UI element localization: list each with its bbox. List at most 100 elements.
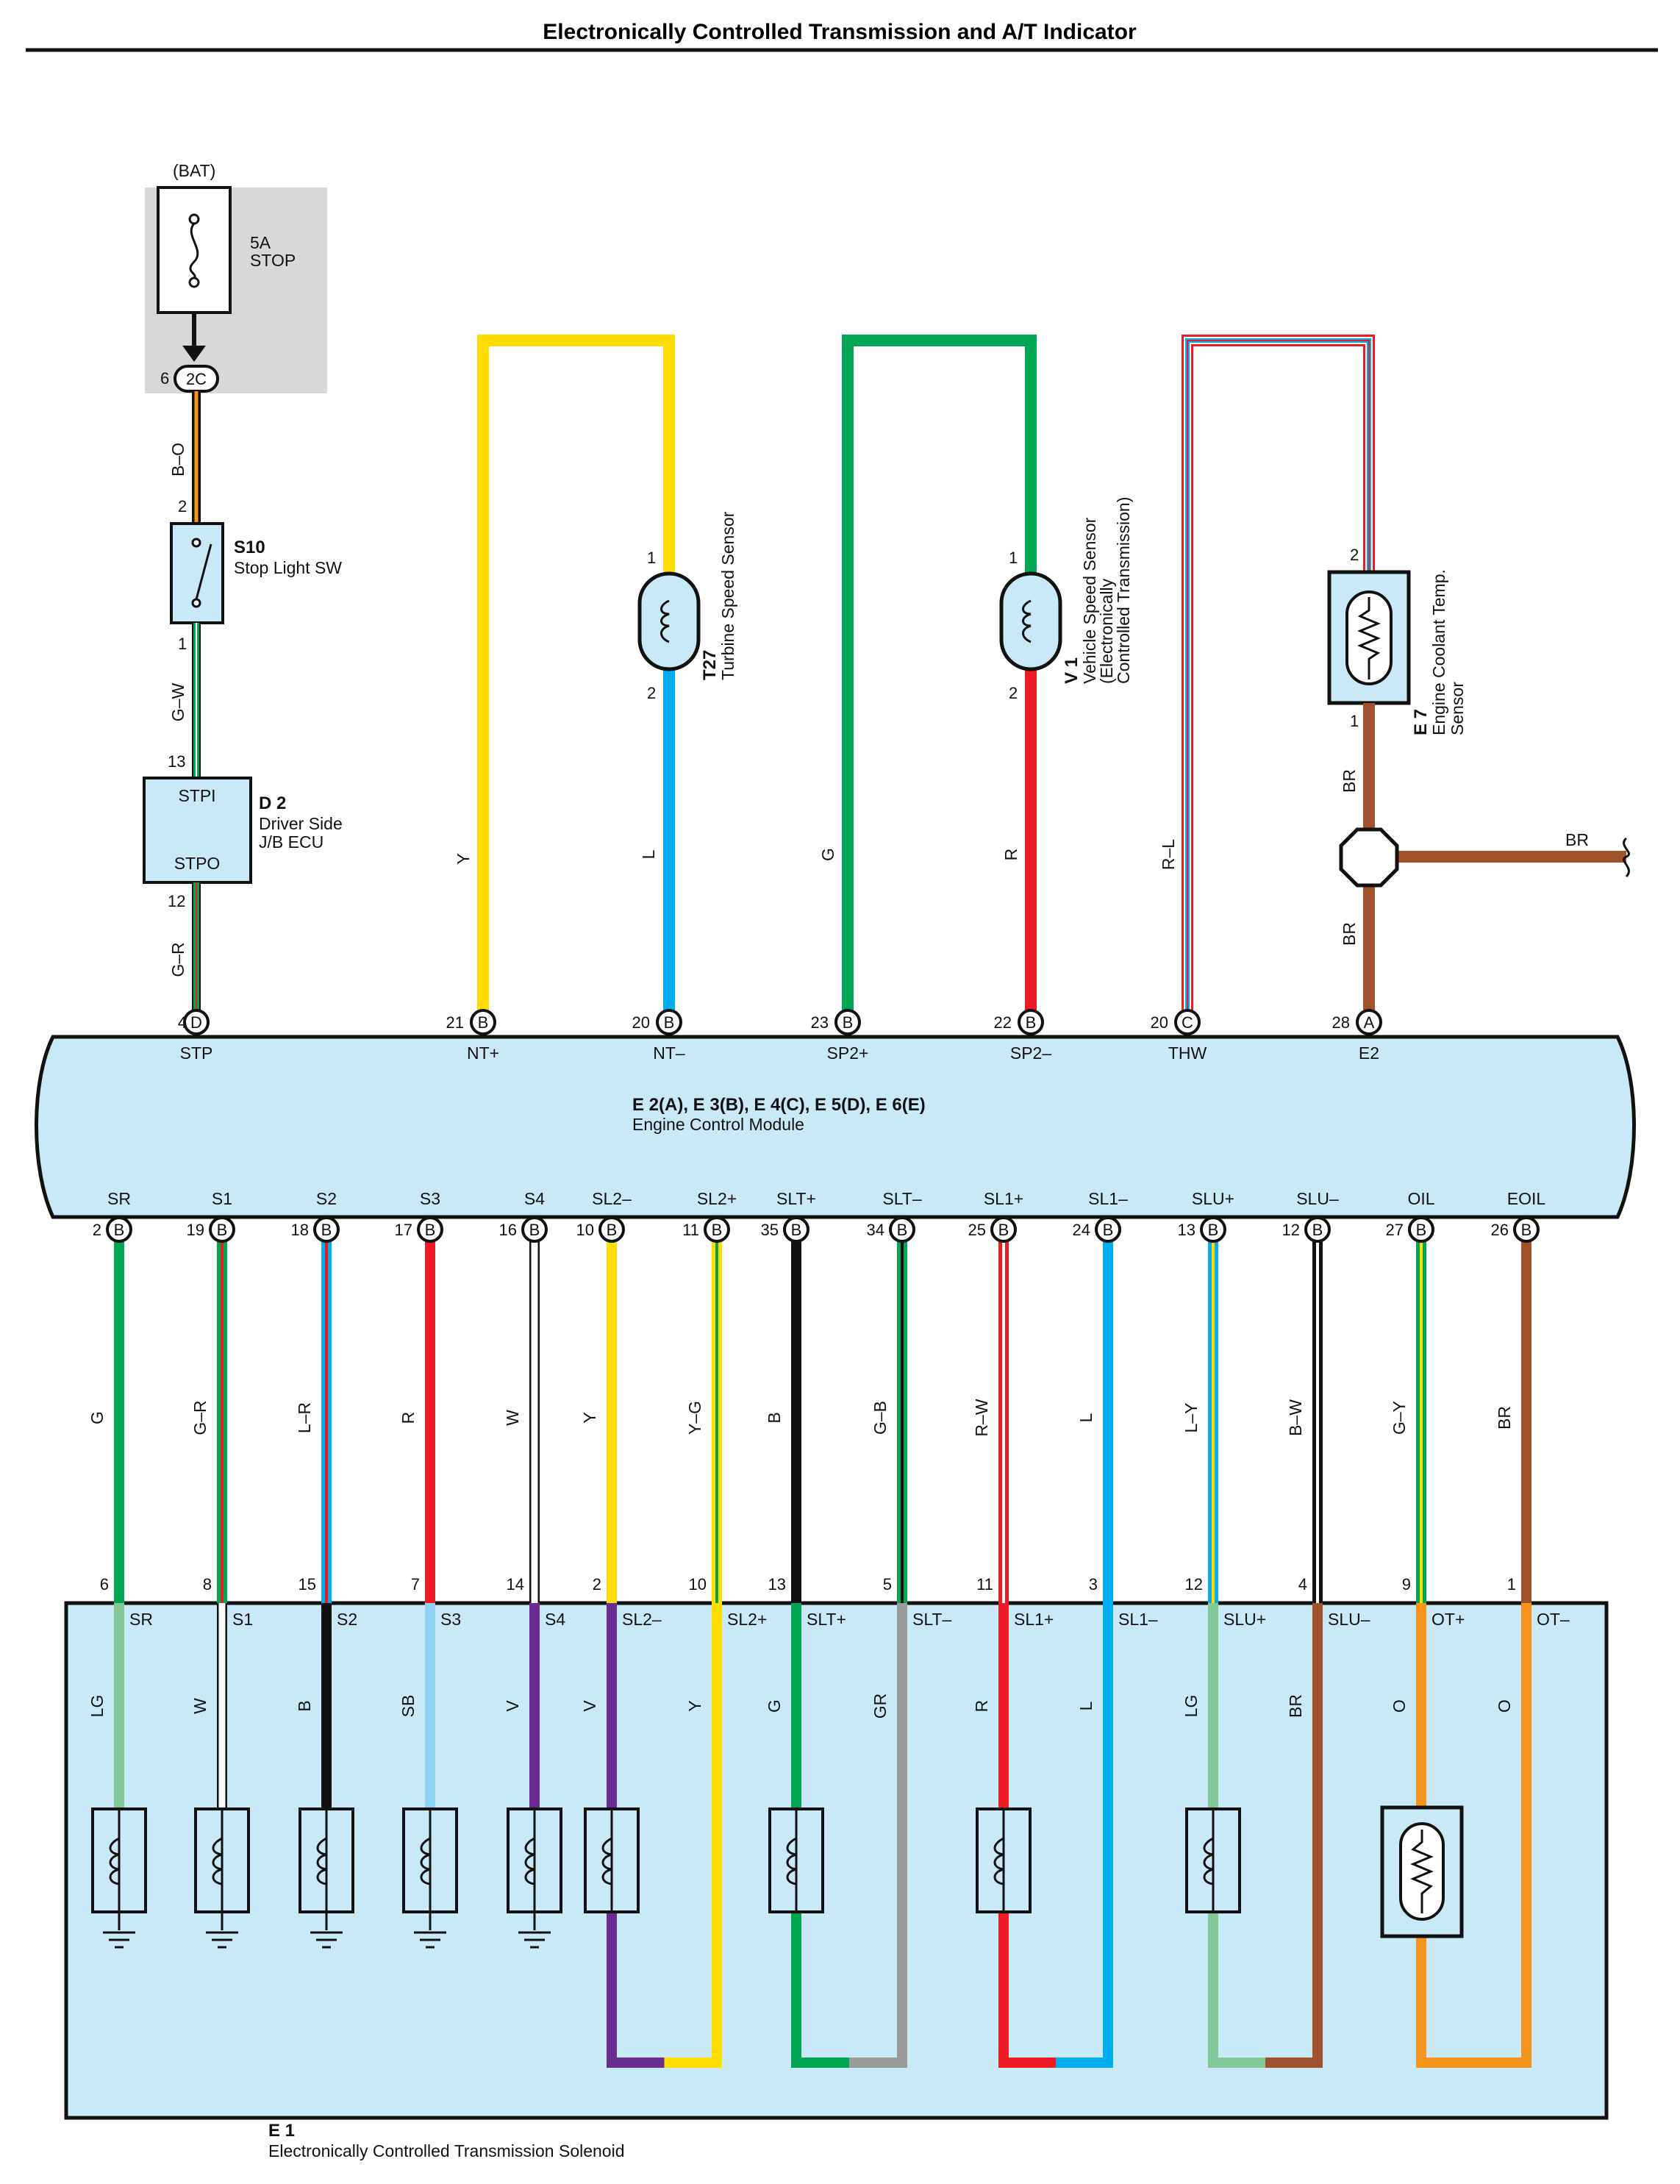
ecm-bottom-pin: 10 [576, 1221, 594, 1239]
sol-term-name: OT– [1537, 1610, 1570, 1629]
ecm-top-connector [470, 1009, 496, 1035]
ecm-bottom-connector [313, 1216, 340, 1243]
t27-pin2: 2 [647, 684, 656, 702]
ecm-bottom-pin: 34 [867, 1221, 884, 1239]
thermistor-icon [1357, 597, 1381, 679]
ecm-top-name: SP2– [1010, 1043, 1051, 1063]
t27-pin1: 1 [647, 549, 656, 567]
ecm-top-pin: 21 [446, 1013, 464, 1032]
ecm-bottom-connector [417, 1216, 443, 1243]
e7-pin-top: 2 [1350, 546, 1359, 564]
sol-wire-label-ot-plus: O [1390, 1699, 1409, 1713]
sol-term-name: S1 [232, 1610, 253, 1629]
ecm-top-conn: B [478, 1013, 489, 1032]
sol-loop-sl2-minus [607, 1603, 665, 2068]
ecm-bottom-connector [783, 1216, 809, 1243]
d2-name-2: J/B ECU [259, 832, 324, 852]
sol-term-name: SL2– [622, 1610, 662, 1629]
ecm-bottom-pin: 2 [93, 1221, 101, 1239]
sol-wire-label-sl1-plus: R [972, 1700, 991, 1713]
sol-term-name: SLT+ [807, 1610, 846, 1629]
coil-icon [524, 1837, 535, 1885]
sol-loop-slu-plus [1208, 1603, 1265, 2068]
ecm-bottom-name: SL2+ [697, 1189, 737, 1208]
ecm-bottom-name: SR [107, 1189, 131, 1208]
coil-icon [212, 1837, 223, 1885]
connector-arrow-icon [182, 346, 206, 362]
wire-label-s1: G–R [190, 1400, 210, 1435]
sol-pin: 5 [883, 1575, 892, 1594]
sol-loop-sl1-plus [998, 1603, 1056, 2068]
ecm-top-pin: 20 [1151, 1013, 1168, 1032]
sol-loop-slu-minus [1265, 1603, 1323, 2068]
s10-pin-bottom: 1 [178, 635, 187, 653]
v1-name-3: Controlled Transmission) [1114, 497, 1133, 684]
page-title: Electronically Controlled Transmission a… [543, 20, 1137, 44]
ecm-bottom-conn: B [1416, 1221, 1427, 1239]
ecm-top-conn: A [1364, 1013, 1375, 1032]
sol-pin: 6 [100, 1575, 109, 1594]
ecm-top-conn: B [1026, 1013, 1037, 1032]
ecm-bottom-connector [1200, 1216, 1226, 1243]
sol-term-name: OT+ [1431, 1610, 1465, 1629]
wire-label-slu-plus: L–Y [1182, 1403, 1201, 1433]
ecm-bottom-connector [704, 1216, 730, 1243]
ecm-bottom-connector [1513, 1216, 1540, 1243]
ecm-top-conn: B [664, 1013, 675, 1032]
sol-pin: 3 [1089, 1575, 1098, 1594]
fuse-icon [189, 223, 199, 279]
sol-pin: 7 [411, 1575, 420, 1594]
e7-name-1: Engine Coolant Temp. [1429, 569, 1448, 735]
wire-label-l-turbine: L [639, 849, 658, 859]
v1-name-2: (Electronically [1097, 578, 1116, 684]
ecm-top-pin: 22 [994, 1013, 1012, 1032]
ecm-top-conn: D [190, 1013, 202, 1032]
ecm-top-name: STP [180, 1043, 213, 1063]
sol-wire-label-s4: V [503, 1700, 522, 1712]
turbine-speed-sensor-body [637, 571, 701, 671]
e7-name-2: Sensor [1448, 682, 1467, 735]
ecm-top-conn: B [843, 1013, 854, 1032]
sol-wire-label-s3: SB [398, 1695, 418, 1718]
ecm-bottom-connector [209, 1216, 235, 1243]
ecm-top-connector [183, 1009, 210, 1035]
ecm-top-terminal-nt-plus: 21 B NT+ [446, 1009, 499, 1063]
sol-wire-label-slu-plus: LG [1182, 1695, 1201, 1718]
ecm-bottom-name: S3 [420, 1189, 440, 1208]
ecm-top-terminal-sp2-minus: 22 B SP2– [994, 1009, 1051, 1063]
ecm-bottom-conn: B [114, 1221, 125, 1239]
ecm-bottom-pin: 13 [1178, 1221, 1195, 1239]
e7-ref: E 7 [1411, 709, 1431, 735]
sol-term-name: SLU– [1328, 1610, 1370, 1629]
ecm-top-pin: 28 [1332, 1013, 1350, 1032]
ecm-bottom-name: SLT+ [776, 1189, 816, 1208]
ecm-top-name: NT+ [467, 1043, 499, 1063]
ecm-bottom-connector [1304, 1216, 1331, 1243]
wire-label-y-turbine: Y [454, 853, 473, 864]
sol-pin: 15 [299, 1575, 316, 1594]
sol-term-name: S3 [440, 1610, 461, 1629]
sol-wire-label-ot-minus: O [1495, 1699, 1514, 1713]
d2-term-out: STPO [174, 854, 221, 873]
wire-label-g-r: G–R [168, 942, 187, 977]
sol-loop-slt-minus [849, 1603, 907, 2068]
sol-term-name: SL2+ [727, 1610, 767, 1629]
fuse-terminal-bottom [188, 276, 200, 288]
ecm-bottom-pin: 27 [1386, 1221, 1404, 1239]
wire-label-sl2-plus: Y–G [685, 1401, 704, 1435]
ecm-bottom-name: EOIL [1507, 1189, 1546, 1208]
ecm-top-pin: 20 [632, 1013, 650, 1032]
ecm-bottom-conn: B [607, 1221, 618, 1239]
sol-term-name: SLU+ [1223, 1610, 1266, 1629]
oil-temp-sensor-element [1399, 1822, 1445, 1921]
ecm-bottom-connector [1408, 1216, 1434, 1243]
sol-pin: 11 [976, 1575, 993, 1594]
ecm-top-name: E2 [1359, 1043, 1379, 1063]
fuse-name: STOP [250, 251, 296, 270]
ecm-bottom-pin: 26 [1491, 1221, 1509, 1239]
ecm-bottom-connector [1095, 1216, 1121, 1243]
wire-g-sp2-plus [842, 335, 1037, 1022]
ecm-body [35, 1035, 1636, 1219]
d2-ref: D 2 [259, 793, 286, 813]
